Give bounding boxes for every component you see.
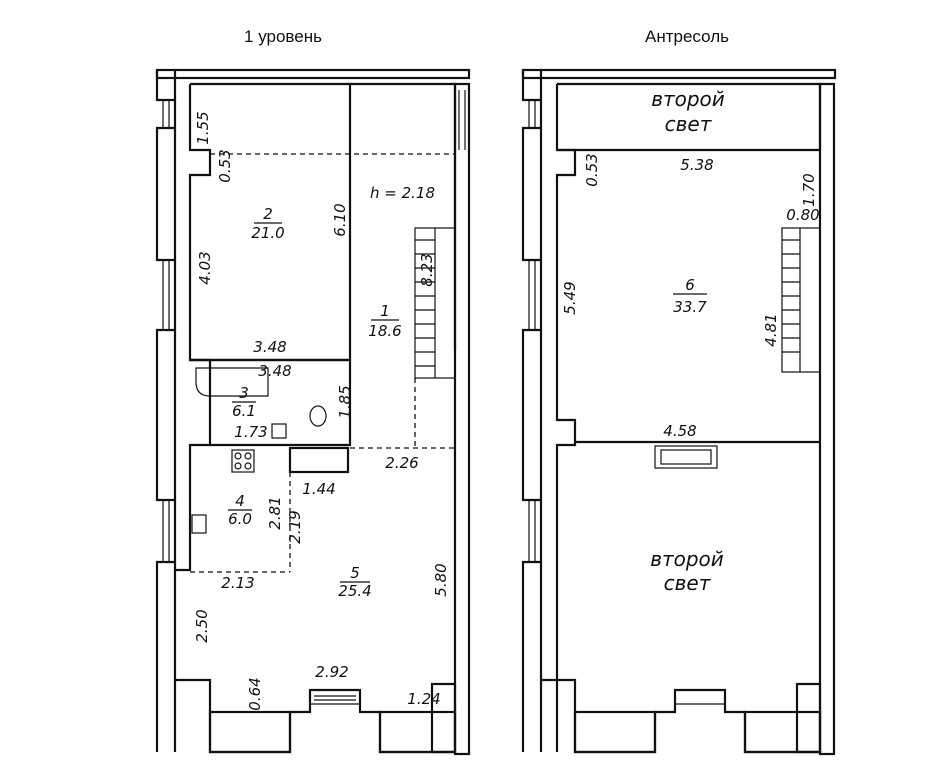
- svg-text:2: 2: [263, 205, 273, 223]
- room-5-label: 5 25.4: [338, 564, 371, 600]
- svg-text:свет: свет: [665, 112, 713, 136]
- svg-text:6.0: 6.0: [228, 510, 252, 528]
- room-1-label: 1 18.6: [368, 302, 401, 340]
- dim-1-24: 1.24: [407, 690, 440, 708]
- dim-1-44: 1.44: [302, 480, 335, 498]
- dim-5-80: 5.80: [432, 563, 450, 596]
- dim-2-92: 2.92: [315, 663, 348, 681]
- room-6-label: 6 33.7: [673, 276, 707, 316]
- dim-0-53: 0.53: [216, 149, 234, 182]
- level1-title: 1 уровень: [244, 27, 322, 46]
- height-label: h = 2.18: [370, 184, 435, 202]
- svg-text:3: 3: [239, 384, 249, 402]
- dim-3-48-a: 3.48: [253, 338, 286, 356]
- mz-dim-5-49: 5.49: [561, 281, 579, 314]
- dim-1-85: 1.85: [336, 385, 354, 418]
- svg-text:1: 1: [380, 302, 390, 320]
- svg-text:6.1: 6.1: [232, 402, 256, 420]
- mz-dim-0-53: 0.53: [583, 153, 601, 186]
- room-4-label: 4 6.0: [228, 492, 252, 528]
- dim-1-73: 1.73: [234, 423, 267, 441]
- svg-text:второй: второй: [650, 547, 724, 571]
- dim-1-55: 1.55: [194, 111, 212, 144]
- svg-text:5: 5: [350, 564, 360, 582]
- svg-text:4: 4: [235, 492, 245, 510]
- mz-dim-4-81: 4.81: [762, 313, 780, 346]
- dim-2-26: 2.26: [385, 454, 418, 472]
- mz-dim-0-80: 0.80: [786, 206, 819, 224]
- svg-text:свет: свет: [664, 571, 712, 595]
- mz-dim-5-38: 5.38: [680, 156, 713, 174]
- room-3-label: 3 6.1: [232, 384, 256, 420]
- dim-0-64: 0.64: [246, 677, 264, 710]
- void-top-label: второй свет: [651, 87, 725, 136]
- dim-2-81: 2.81: [266, 496, 284, 529]
- dim-3-48-b: 3.48: [258, 362, 291, 380]
- svg-text:21.0: 21.0: [251, 224, 284, 242]
- mezzanine-plan: 0.53 5.38 1.70 0.80 5.49 4.81 4.58 6 33.…: [521, 68, 837, 756]
- dim-2-13: 2.13: [221, 574, 254, 592]
- level1-plan: 1.55 0.53 6.10 4.03 h = 2.18 8.23 3.48 3…: [155, 68, 471, 756]
- svg-text:второй: второй: [651, 87, 725, 111]
- dim-4-03: 4.03: [196, 251, 214, 284]
- dim-2-50: 2.50: [193, 609, 211, 642]
- dim-2-19: 2.19: [286, 510, 304, 543]
- room-2-label: 2 21.0: [251, 205, 284, 242]
- void-bottom-label: второй свет: [650, 547, 724, 595]
- mz-dim-1-70: 1.70: [800, 173, 818, 206]
- dim-6-10: 6.10: [331, 203, 349, 236]
- dim-8-23: 8.23: [418, 253, 436, 286]
- mz-dim-4-58: 4.58: [663, 422, 696, 440]
- svg-text:18.6: 18.6: [368, 322, 401, 340]
- svg-text:6: 6: [685, 276, 695, 294]
- svg-text:33.7: 33.7: [673, 298, 707, 316]
- svg-text:25.4: 25.4: [338, 582, 371, 600]
- mezzanine-title: Антресоль: [645, 27, 729, 46]
